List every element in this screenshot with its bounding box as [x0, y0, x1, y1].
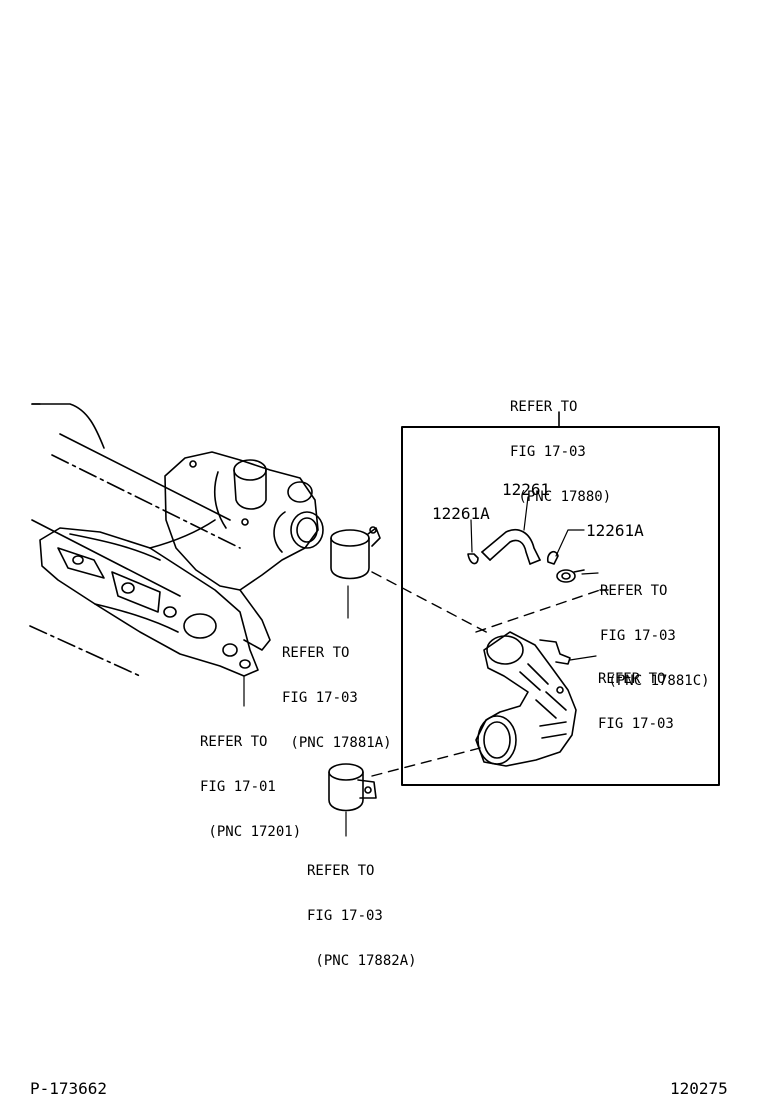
- footer-left-code: P-173662: [30, 1079, 108, 1098]
- callout-bracket-line1: REFER TO: [598, 671, 666, 687]
- callout-17880-line2: FIG 17-03: [510, 444, 586, 460]
- hose-clip-left: [467, 553, 479, 565]
- callout-17881c-line3: (PNC 17881C): [600, 673, 710, 689]
- callout-17201-line3: (PNC 17201): [200, 824, 302, 840]
- callout-17882a-line2: FIG 17-03: [307, 908, 383, 924]
- alignment-lines: [371, 571, 609, 777]
- callout-17880-line3: (PNC 17880): [510, 489, 612, 505]
- part-number-12261: 12261: [502, 480, 551, 499]
- part-number-12261a-left: 12261A: [432, 504, 490, 523]
- exhaust-manifold: [39, 519, 259, 677]
- assembly-box: [401, 426, 720, 786]
- clamp-17881c: [556, 569, 585, 583]
- callout-17881a-line2: FIG 17-03: [282, 690, 358, 706]
- callout-bracket: REFER TO FIG 17-03: [598, 642, 674, 747]
- callout-17882a: REFER TO FIG 17-03 (PNC 17882A): [307, 834, 417, 984]
- footer-right-code: 120275: [670, 1079, 728, 1098]
- callout-17881a-line1: REFER TO: [282, 645, 350, 661]
- callout-17201-line1: REFER TO: [200, 734, 268, 750]
- callout-17880-line1: REFER TO: [510, 399, 578, 415]
- engine-outline: [29, 403, 241, 677]
- callout-17201: REFER TO FIG 17-01 (PNC 17201): [200, 705, 301, 855]
- bracket: [539, 639, 571, 665]
- callout-17881c-line2: FIG 17-03: [600, 628, 676, 644]
- callout-17880: REFER TO FIG 17-03 (PNC 17880): [510, 370, 611, 520]
- part-number-12261a-right: 12261A: [586, 521, 644, 540]
- callout-17881a-line3: (PNC 17881A): [282, 735, 392, 751]
- callout-bracket-line2: FIG 17-03: [598, 716, 674, 732]
- callout-17881c-line1: REFER TO: [600, 583, 668, 599]
- turbocharger: [164, 451, 324, 651]
- callout-17881a: REFER TO FIG 17-03 (PNC 17881A): [282, 616, 392, 766]
- leader-lines: [243, 496, 599, 837]
- callout-17201-line2: FIG 17-01: [200, 779, 276, 795]
- hose-clamp-upper: [330, 526, 381, 580]
- hose-clamp-lower: [328, 763, 377, 812]
- callout-17882a-line1: REFER TO: [307, 863, 375, 879]
- callout-17882a-line3: (PNC 17882A): [307, 953, 417, 969]
- callout-17881c: REFER TO FIG 17-03 (PNC 17881C): [600, 554, 710, 704]
- intake-hose: [475, 631, 577, 767]
- small-hose: [481, 528, 541, 565]
- hose-clip-right: [546, 550, 559, 565]
